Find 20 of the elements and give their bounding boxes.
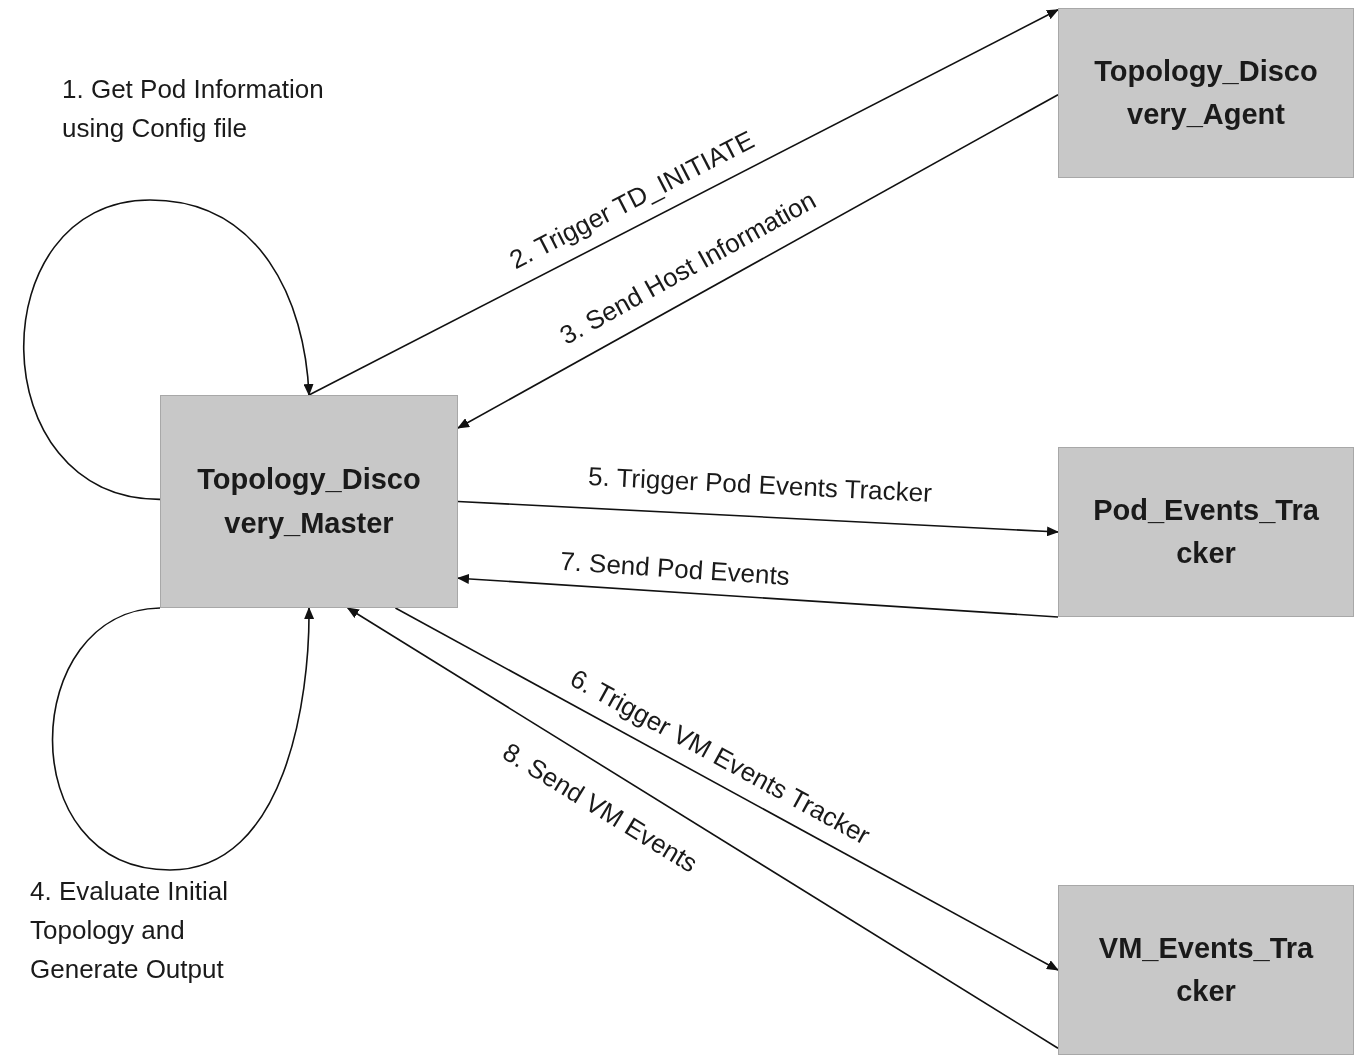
arrow bbox=[457, 500, 1059, 537]
process-box bbox=[1058, 447, 1354, 617]
process-box bbox=[160, 395, 458, 608]
arrow bbox=[308, 8, 1059, 396]
arrow bbox=[457, 93, 1059, 429]
edge-label: 1. Get Pod Information using Config file bbox=[62, 73, 325, 145]
arrow bbox=[346, 607, 1059, 1049]
edge-label: 5. Trigger Pod Events Tracker bbox=[587, 460, 933, 510]
process-box bbox=[1058, 885, 1354, 1055]
box-label: Topology_Disco very_Agent bbox=[1093, 53, 1319, 132]
process-box bbox=[1058, 8, 1354, 178]
arrow bbox=[51, 607, 314, 871]
arrow bbox=[457, 573, 1059, 618]
box-label: Pod_Events_Tra cker bbox=[1092, 492, 1320, 571]
box-label: VM_Events_Tra cker bbox=[1097, 930, 1315, 1009]
edge-label: 4. Evaluate Initial Topology and Generate Output bbox=[30, 875, 229, 986]
edge-label: 7. Send Pod Events bbox=[559, 544, 791, 594]
arrow bbox=[394, 607, 1059, 971]
arrow bbox=[22, 199, 314, 501]
box-label: Topology_Disco very_Master bbox=[196, 462, 422, 541]
